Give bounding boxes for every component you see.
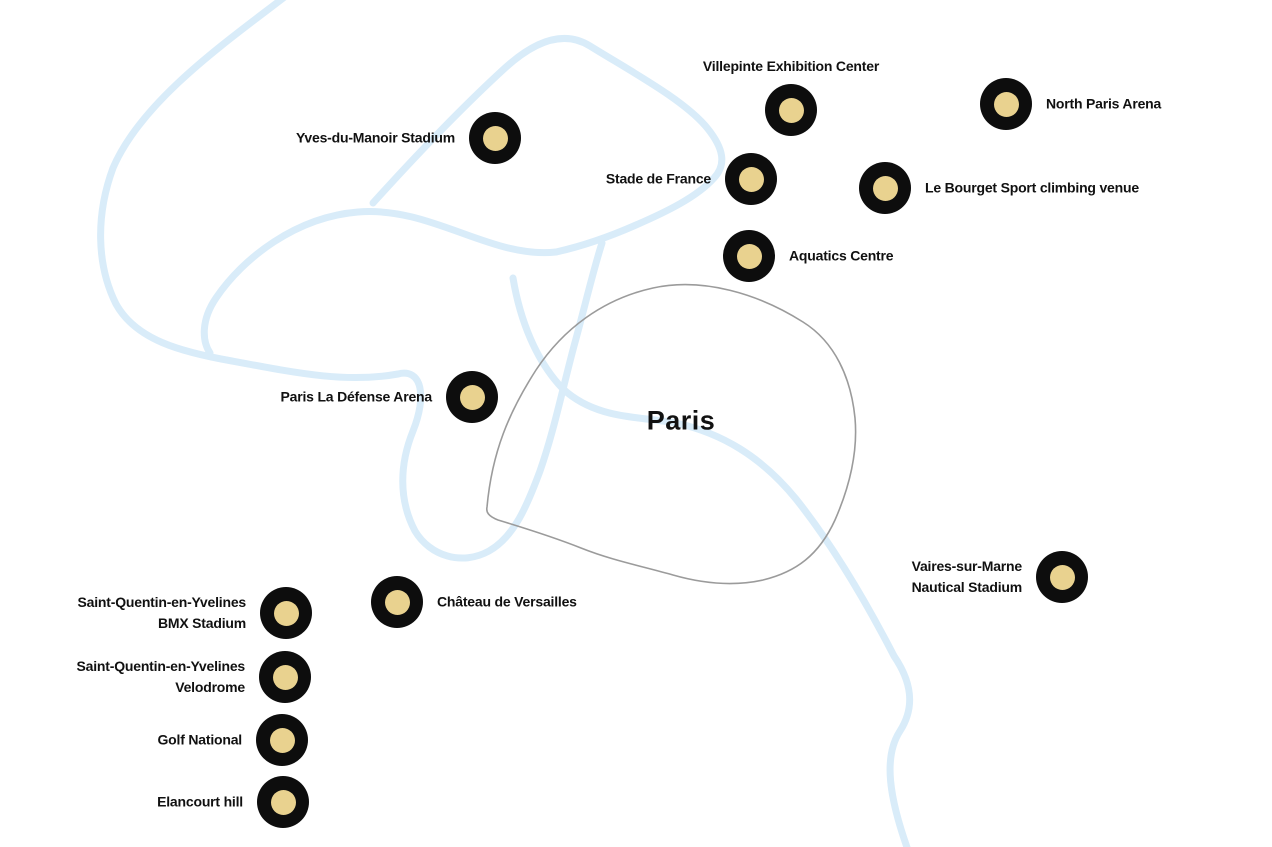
venue-label-line: BMX Stadium [157,615,246,631]
river-north-arc [369,34,726,256]
venue-marker-elancourt-hill[interactable] [257,776,309,828]
river-west-loop [97,0,402,382]
venue-marker-inner [736,243,762,269]
river-argenteuil-reach [200,208,560,357]
venue-marker-inner [384,589,410,615]
venue-label-line: Saint-Quentin-en-Yvelines [77,594,247,610]
venue-marker-inner [993,91,1019,117]
venue-marker-north-paris-arena[interactable] [980,78,1032,130]
venue-marker-inner [273,600,299,626]
venue-label-line: Vaires-sur-Marne [911,558,1023,574]
river-through-paris [509,274,914,847]
venue-label-line: Yves-du-Manoir Stadium [296,129,455,146]
venue-marker-la-defense-arena[interactable] [446,371,498,423]
venue-marker-inner [269,727,295,753]
venue-marker-inner [459,384,485,410]
venue-label-line: Le Bourget Sport climbing venue [925,179,1139,196]
venue-marker-sqy-velodrome[interactable] [259,651,311,703]
venue-marker-golf-national[interactable] [256,714,308,766]
venue-marker-versailles[interactable] [371,576,423,628]
venue-label-line: Velodrome [175,679,245,695]
venue-marker-le-bourget[interactable] [859,162,911,214]
venue-label-line: Aquatics Centre [789,247,894,264]
venue-label: Aquatics Centre [789,246,894,267]
venue-marker-vaires-sur-marne[interactable] [1036,551,1088,603]
venue-label-line: Paris La Défense Arena [280,388,433,405]
venue-marker-inner [272,664,298,690]
venue-label-line: Saint-Quentin-en-Yvelines [76,658,246,674]
venue-label: Le Bourget Sport climbing venue [925,178,1139,199]
venue-label: Yves-du-Manoir Stadium [296,128,455,149]
venue-marker-yves-du-manoir[interactable] [469,112,521,164]
venue-label-line: Nautical Stadium [911,579,1023,595]
venue-label: Golf National [157,730,242,751]
venue-label: Villepinte Exhibition Center [703,56,879,77]
venue-label-line: Golf National [157,731,242,748]
venue-label-line: North Paris Arena [1046,95,1162,112]
venue-label: Château de Versailles [437,592,577,613]
venue-marker-inner [738,166,764,192]
venue-marker-villepinte[interactable] [765,84,817,136]
paris-boundary-outline [485,283,857,585]
venue-label-line: Stade de France [605,170,711,187]
venue-marker-inner [872,175,898,201]
region-label-paris: Paris [646,405,716,436]
venue-label-line: Château de Versailles [437,593,577,610]
venue-marker-inner [482,125,508,151]
venue-label: Elancourt hill [157,792,243,813]
venue-marker-inner [778,97,804,123]
venue-label-line: Elancourt hill [157,793,243,810]
river-boulogne-hairpin [394,239,606,562]
venue-marker-sqy-bmx[interactable] [260,587,312,639]
venue-label: Paris La Défense Arena [281,387,433,408]
venue-marker-stade-de-france[interactable] [725,153,777,205]
venue-label-line: Villepinte Exhibition Center [702,58,880,74]
venue-label: North Paris Arena [1046,94,1161,115]
venue-marker-inner [270,789,296,815]
venue-marker-inner [1049,564,1075,590]
venue-label: Stade de France [606,169,711,190]
venue-marker-aquatics-centre[interactable] [723,230,775,282]
